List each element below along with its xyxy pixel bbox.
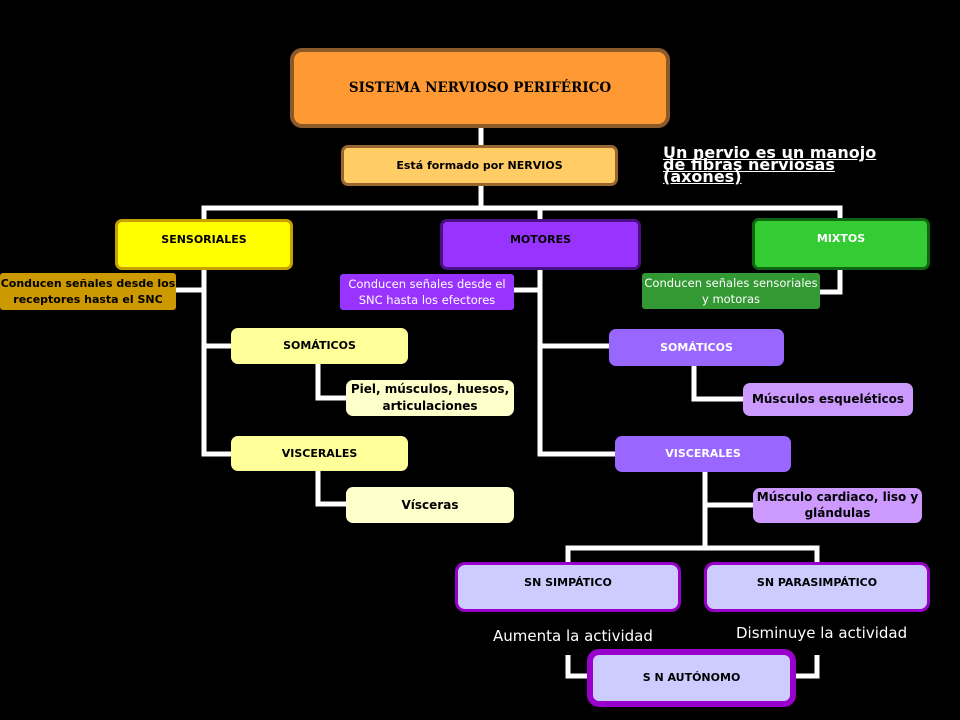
sensoriales-label: SENSORIALES: [161, 233, 247, 246]
sens-somaticos-box: SOMÁTICOS: [231, 328, 408, 364]
mixtos-box: MIXTOS: [752, 218, 930, 270]
mot-somaticos-desc: Músculos esqueléticos: [743, 383, 913, 416]
nervios-text: Está formado por NERVIOS: [396, 158, 563, 172]
nerve-note-text: Un nervio es un manojo de fibras nervios…: [663, 143, 877, 186]
motores-box: MOTORES: [440, 219, 641, 270]
sens-somaticos-label: SOMÁTICOS: [283, 339, 356, 352]
sens-viscerales-desc: Vísceras: [346, 487, 514, 523]
autonomo-box: S N AUTÓNOMO: [587, 649, 796, 707]
sens-viscerales-desc-text: Vísceras: [401, 497, 459, 512]
simpatico-note-text: Aumenta la actividad: [493, 627, 653, 645]
parasimpatico-box: SN PARASIMPÁTICO: [704, 562, 930, 612]
simpatico-box: SN SIMPÁTICO: [455, 562, 681, 612]
sens-viscerales-label: VISCERALES: [281, 447, 358, 460]
mot-viscerales-label: VISCERALES: [665, 447, 741, 460]
motores-label: MOTORES: [509, 233, 572, 246]
mixtos-desc-text: Conducen señales sensoriales y motoras: [644, 275, 818, 306]
title-text: SISTEMA NERVIOSO PERIFÉRICO: [348, 79, 612, 96]
sensoriales-box: SENSORIALES: [115, 219, 293, 270]
sens-somaticos-desc: Piel, músculos, huesos, articulaciones: [346, 380, 514, 416]
mixtos-desc: Conducen señales sensoriales y motoras: [642, 273, 820, 309]
parasimpatico-note: Disminuye la actividad: [736, 624, 907, 642]
mixtos-label: MIXTOS: [816, 232, 866, 245]
title-box: SISTEMA NERVIOSO PERIFÉRICO: [290, 48, 670, 128]
nervios-box: Está formado por NERVIOS: [341, 145, 618, 186]
simpatico-label: SN SIMPÁTICO: [524, 576, 612, 589]
mot-somaticos-desc-text: Músculos esqueléticos: [751, 392, 905, 407]
parasimpatico-note-text: Disminuye la actividad: [736, 624, 908, 642]
autonomo-label: S N AUTÓNOMO: [642, 671, 741, 685]
motores-desc: Conducen señales desde el SNC hasta los …: [340, 274, 514, 310]
mot-viscerales-desc: Músculo cardiaco, liso y glándulas: [753, 488, 922, 523]
sens-viscerales-box: VISCERALES: [231, 436, 408, 471]
sensoriales-desc-text: Conducen señales desde los receptores ha…: [0, 277, 176, 306]
simpatico-note: Aumenta la actividad: [493, 627, 653, 645]
sensoriales-desc: Conducen señales desde los receptores ha…: [0, 273, 176, 310]
mot-viscerales-desc-text: Músculo cardiaco, liso y glándulas: [756, 489, 919, 520]
mot-viscerales-box: VISCERALES: [615, 436, 791, 472]
sens-somaticos-desc-text: Piel, músculos, huesos, articulaciones: [350, 382, 510, 413]
mot-somaticos-label: SOMÁTICOS: [660, 340, 733, 354]
motores-desc-text: Conducen señales desde el SNC hasta los …: [348, 276, 506, 307]
mot-somaticos-box: SOMÁTICOS: [609, 329, 784, 366]
parasimpatico-label: SN PARASIMPÁTICO: [756, 576, 878, 589]
nerve-note: Un nervio es un manojo de fibras nervios…: [663, 145, 893, 185]
